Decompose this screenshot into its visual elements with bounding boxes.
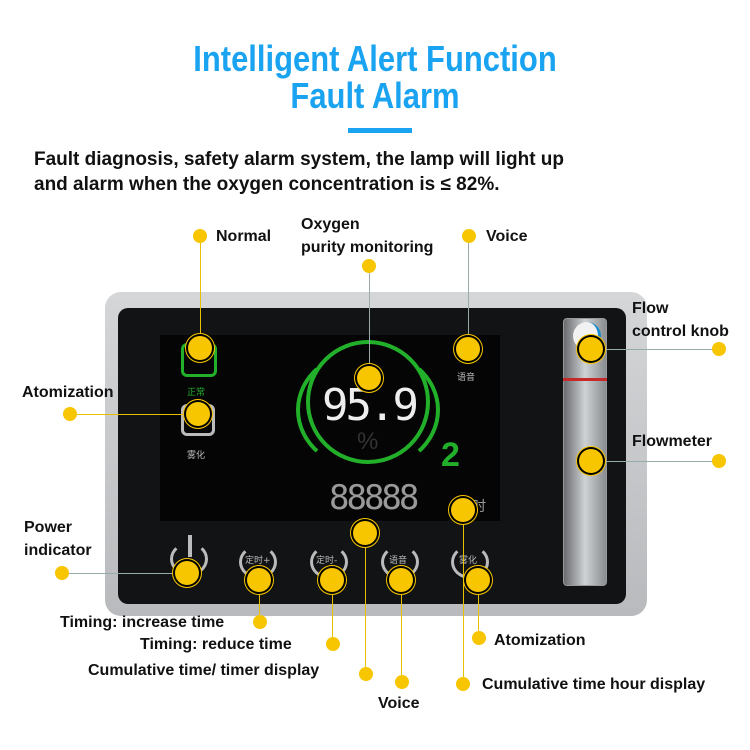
- atomization-button-marker: [466, 568, 490, 592]
- voice-button-marker: [389, 568, 413, 592]
- atomization-cn-label: 雾化: [187, 451, 206, 461]
- atomization-button-label: 雾化: [459, 556, 478, 566]
- flow-limit-mark: [563, 378, 607, 381]
- label-atomization-left: Atomization: [22, 384, 114, 401]
- o2-subscript: 2: [441, 436, 460, 474]
- label-power-2: indicator: [24, 542, 92, 559]
- callout-dot: [712, 454, 726, 468]
- voice-cn-label: 语音: [457, 373, 476, 383]
- callout-dot: [193, 229, 207, 243]
- label-timing-reduce: Timing: reduce time: [140, 636, 292, 653]
- label-flow-knob-1: Flow: [632, 300, 669, 317]
- callout-dot: [712, 342, 726, 356]
- power-icon: [188, 535, 192, 557]
- label-cumulative-hour: Cumulative time hour display: [482, 676, 706, 693]
- label-timing-increase: Timing: increase time: [60, 614, 225, 631]
- description: Fault diagnosis, safety alarm system, th…: [34, 147, 564, 197]
- callout-dot: [55, 566, 69, 580]
- percent-sign: %: [357, 428, 379, 455]
- timer-reduce-label: 定时-: [316, 556, 338, 566]
- normal-marker: [188, 336, 212, 360]
- label-flowmeter: Flowmeter: [632, 433, 713, 450]
- callout-dot: [359, 667, 373, 681]
- timing-reduce-marker: [320, 568, 344, 592]
- callout-dot: [253, 615, 267, 629]
- oxygen-marker: [357, 366, 381, 390]
- label-oxygen-2: purity monitoring: [301, 239, 434, 256]
- callout-dot: [456, 677, 470, 691]
- atomization-marker: [186, 402, 210, 426]
- label-voice-bottom: Voice: [378, 695, 420, 712]
- label-normal: Normal: [216, 228, 272, 245]
- title-line-1: Intelligent Alert Function: [193, 38, 557, 79]
- power-marker: [175, 561, 199, 585]
- voice-button-label: 语音: [389, 556, 408, 566]
- oxygen-outer-arc: [296, 348, 440, 472]
- title-line-2: Fault Alarm: [290, 75, 460, 116]
- callout-dot: [63, 407, 77, 421]
- callout-dot: [362, 259, 376, 273]
- timing-increase-marker: [247, 568, 271, 592]
- flowmeter-marker: [579, 449, 603, 473]
- description-line-2: and alarm when the oxygen concentration …: [34, 174, 500, 195]
- callout-dot: [472, 631, 486, 645]
- callout-dot: [395, 675, 409, 689]
- label-oxygen-1: Oxygen: [301, 216, 360, 233]
- callout-dot: [462, 229, 476, 243]
- flow-knob-marker: [579, 337, 603, 361]
- label-power-1: Power: [24, 519, 73, 536]
- label-cumulative-timer: Cumulative time/ timer display: [88, 662, 320, 679]
- timer-display-marker: [353, 521, 377, 545]
- label-flow-knob-2: control knob: [632, 323, 729, 340]
- callout-dot: [326, 637, 340, 651]
- title-underline: [348, 128, 412, 133]
- normal-cn-label: 正常: [187, 388, 206, 398]
- voice-marker: [456, 337, 480, 361]
- label-voice-top: Voice: [486, 228, 528, 245]
- timer-increase-label: 定时+: [245, 556, 271, 566]
- hour-marker: [451, 498, 475, 522]
- hour-unit: 时: [472, 498, 486, 514]
- timer-display: 88888: [329, 478, 419, 518]
- label-atomization-bottom: Atomization: [494, 632, 586, 649]
- description-line-1: Fault diagnosis, safety alarm system, th…: [34, 149, 565, 170]
